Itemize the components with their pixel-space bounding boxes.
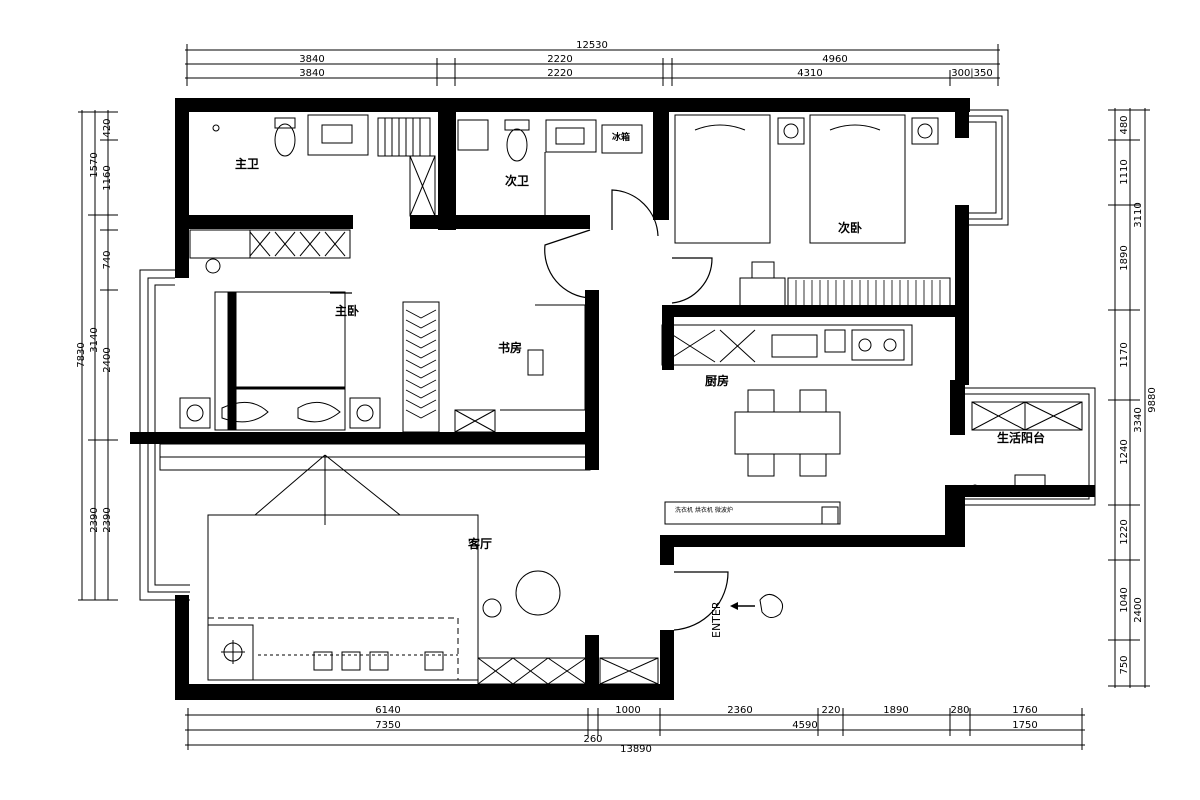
kitchen-counter bbox=[661, 324, 913, 366]
side-table bbox=[207, 624, 254, 681]
dining-table bbox=[734, 411, 841, 455]
master-bedroom-furniture bbox=[179, 229, 381, 431]
dim-left-3: 1570 bbox=[89, 152, 100, 177]
sink-master bbox=[307, 114, 369, 156]
dim-left-4: 740 bbox=[102, 250, 113, 269]
room-labels: 主卫 次卫 次卧 主卧 书房 厨房 客厅 生活阳台 冰箱 洗衣机 烘衣机 微波炉 bbox=[235, 131, 1045, 551]
dim-bottom-11: 1750 bbox=[1012, 720, 1037, 731]
walls bbox=[130, 98, 1095, 700]
bed-second-1 bbox=[674, 114, 771, 244]
bed-master bbox=[214, 291, 346, 431]
dim-top-seg-1: 3840 bbox=[299, 54, 324, 65]
toilet-second bbox=[506, 128, 528, 162]
second-bath-fixtures bbox=[457, 119, 643, 215]
dim-right-9: 1220 bbox=[1119, 519, 1130, 544]
label-kitchen: 厨房 bbox=[705, 373, 729, 388]
label-second-bath: 次卫 bbox=[505, 173, 529, 188]
dim-bottom-10: 4590 bbox=[792, 720, 817, 731]
dim-left-7: 7830 bbox=[76, 342, 87, 367]
washer bbox=[601, 124, 643, 154]
label-fridge: 冰箱 bbox=[612, 131, 630, 143]
lounge-chair bbox=[515, 570, 561, 616]
dim-right-3: 3110 bbox=[1133, 202, 1144, 227]
sofa-area bbox=[207, 617, 459, 681]
chair-study bbox=[527, 349, 544, 376]
windows bbox=[139, 109, 1096, 601]
dim-bottom-2: 1000 bbox=[615, 705, 640, 716]
dim-left-9: 2390 bbox=[102, 507, 113, 532]
door-study[interactable] bbox=[544, 229, 591, 299]
wardrobe-second bbox=[787, 277, 951, 309]
dim-left-6: 3140 bbox=[89, 327, 100, 352]
doors bbox=[330, 189, 729, 631]
enter-label: ENTER bbox=[710, 601, 723, 638]
person-icon bbox=[759, 594, 784, 618]
dim-right-5: 1170 bbox=[1119, 342, 1130, 367]
dim-right-8: 9880 bbox=[1147, 387, 1158, 412]
label-living-room: 客厅 bbox=[467, 536, 492, 551]
dim-bottom-8: 7350 bbox=[375, 720, 400, 731]
dim-right-10: 1040 bbox=[1119, 587, 1130, 612]
shower-screen bbox=[377, 117, 431, 157]
dim-top-seg-2: 2220 bbox=[547, 54, 572, 65]
bed-second-2 bbox=[809, 114, 906, 244]
label-master-bath: 主卫 bbox=[235, 156, 259, 171]
label-second-bedroom: 次卧 bbox=[838, 220, 862, 235]
dim-bottom-5: 1890 bbox=[883, 705, 908, 716]
dim-bottom-3: 2360 bbox=[727, 705, 752, 716]
living-room-furniture bbox=[207, 454, 841, 685]
balcony-furniture bbox=[971, 401, 1083, 492]
cabinet-note: 洗衣机 烘衣机 微波炉 bbox=[675, 506, 733, 514]
dim-top-total: 12530 bbox=[576, 40, 608, 51]
dim-bottom-total: 13890 bbox=[620, 744, 652, 755]
kitchen-sink bbox=[771, 334, 818, 358]
label-master-bedroom: 主卧 bbox=[335, 303, 359, 318]
label-study: 书房 bbox=[498, 340, 522, 355]
door-second-bath[interactable] bbox=[611, 189, 659, 237]
dim-bottom-6: 280 bbox=[950, 705, 969, 716]
dim-top-sub-3: 4310 bbox=[797, 68, 822, 79]
dim-right-12: 750 bbox=[1119, 655, 1130, 674]
dimension-labels: 12530 3840 2220 4960 3840 2220 4310 300|… bbox=[76, 40, 1158, 755]
dim-right-4: 1890 bbox=[1119, 245, 1130, 270]
label-balcony: 生活阳台 bbox=[997, 430, 1045, 445]
tv-cabinet bbox=[477, 657, 587, 685]
study-furniture bbox=[402, 301, 586, 433]
dim-bottom-1: 6140 bbox=[375, 705, 400, 716]
dim-right-2: 1110 bbox=[1119, 159, 1130, 184]
door-second-bedroom[interactable] bbox=[671, 257, 713, 304]
entrance: ENTER bbox=[710, 594, 784, 638]
dim-top-sub-2: 2220 bbox=[547, 68, 572, 79]
furniture bbox=[179, 114, 1083, 685]
stove bbox=[851, 329, 905, 361]
dim-top-sub-1: 3840 bbox=[299, 68, 324, 79]
dim-right-1: 480 bbox=[1119, 115, 1130, 134]
second-bedroom-furniture bbox=[674, 114, 951, 309]
dim-left-1: 420 bbox=[102, 118, 113, 137]
dim-right-6: 3340 bbox=[1133, 407, 1144, 432]
dimension-lines bbox=[78, 44, 1150, 750]
master-bath-fixtures bbox=[212, 114, 436, 217]
dim-bottom-9: 260 bbox=[583, 734, 602, 745]
dim-left-2: 1160 bbox=[102, 165, 113, 190]
dim-bottom-4: 220 bbox=[821, 705, 840, 716]
dim-top-seg-3: 4960 bbox=[822, 54, 847, 65]
dim-left-5: 2400 bbox=[102, 347, 113, 372]
living-rug bbox=[207, 514, 479, 681]
dim-right-11: 2400 bbox=[1133, 597, 1144, 622]
dim-bottom-7: 1760 bbox=[1012, 705, 1037, 716]
dim-top-sub-4: 300|350 bbox=[951, 68, 993, 79]
door-entrance[interactable] bbox=[673, 571, 729, 631]
bookshelf bbox=[402, 301, 440, 433]
dim-left-8: 2390 bbox=[89, 507, 100, 532]
dim-right-7: 1240 bbox=[1119, 439, 1130, 464]
kitchen-furniture bbox=[661, 324, 913, 477]
sink-second bbox=[545, 119, 597, 153]
enter-arrow-icon bbox=[730, 602, 738, 610]
toilet-master bbox=[274, 123, 296, 157]
desk-second bbox=[739, 277, 786, 309]
wardrobe-master bbox=[189, 229, 351, 259]
